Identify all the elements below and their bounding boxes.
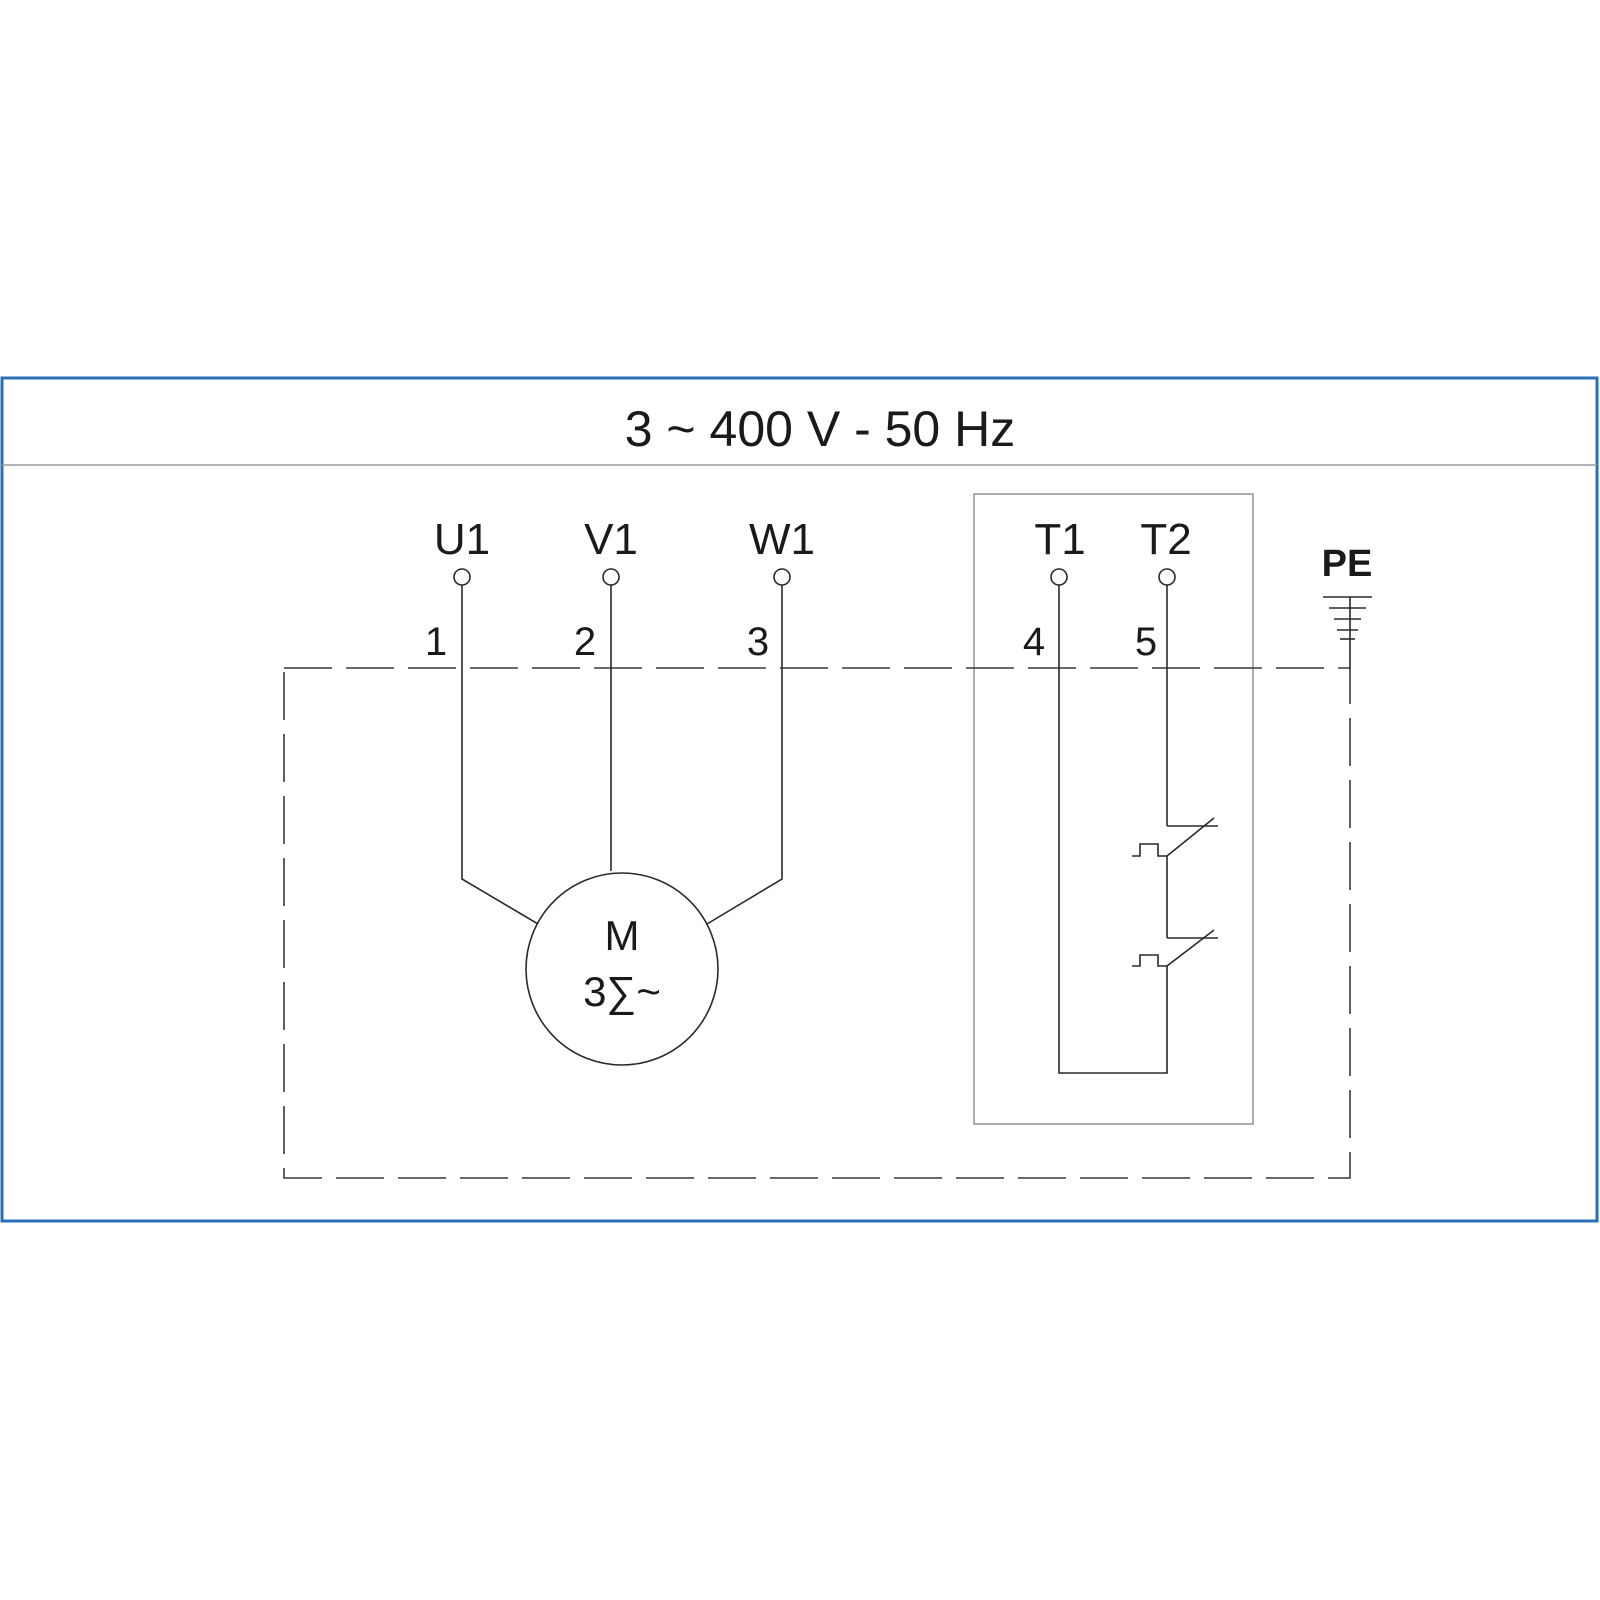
motor-phase-label: 3∑~ (583, 968, 661, 1015)
wire-t1 (1058, 585, 1168, 1074)
terminal-label-t1: T1 (1034, 515, 1085, 564)
motor-label: M (605, 912, 640, 959)
thermal-contact-2 (1132, 929, 1218, 967)
terminal-circle-t1 (1050, 568, 1068, 586)
terminal-label-w1: W1 (749, 515, 815, 564)
terminal-label-u1: U1 (434, 515, 490, 564)
outer-frame (0, 376, 1599, 1223)
wire-number-3: 3 (747, 620, 769, 664)
wire-number-4: 4 (1023, 620, 1045, 664)
terminal-circle-t2 (1158, 568, 1176, 586)
terminal-label-t2: T2 (1140, 515, 1191, 564)
terminal-circle-v1 (602, 568, 620, 586)
wire-number-1: 1 (425, 620, 447, 664)
voltage-title: 3 ~ 400 V - 50 Hz (625, 401, 1016, 457)
wire-number-5: 5 (1135, 620, 1157, 664)
thermal-contact-box (973, 493, 1254, 1125)
terminal-label-v1: V1 (584, 515, 638, 564)
motor-symbol (525, 872, 719, 1066)
wire-u1 (461, 585, 539, 925)
thermal-contact-1 (1132, 817, 1218, 857)
dashed-enclosure (283, 667, 1351, 1179)
earth-icon (1323, 596, 1372, 668)
pe-label: PE (1322, 543, 1373, 585)
wire-w1 (706, 585, 783, 925)
wire-number-2: 2 (574, 620, 596, 664)
terminal-circle-w1 (773, 568, 791, 586)
terminal-circle-u1 (453, 568, 471, 586)
